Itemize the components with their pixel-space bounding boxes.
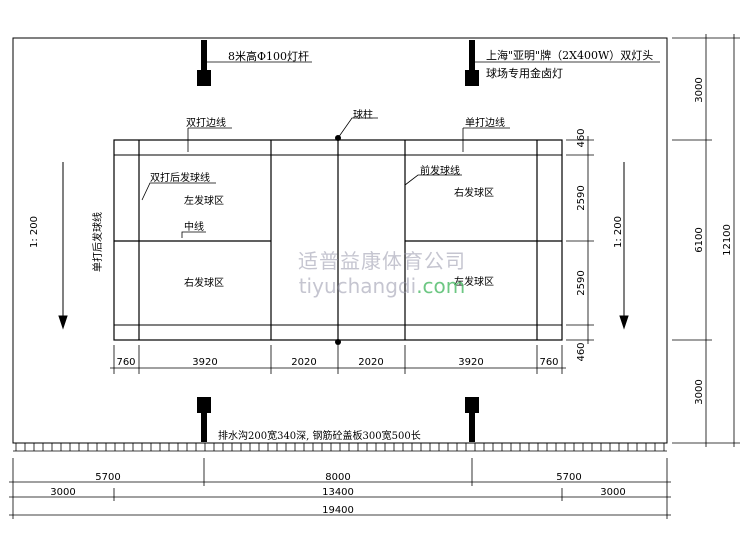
dim-r1-1: 8000 [325, 472, 350, 483]
dim-cr-2: 2590 [576, 270, 587, 295]
light-pole-top-left [197, 40, 211, 86]
dim-cb-0: 760 [116, 357, 135, 368]
net-post-bottom [335, 339, 341, 345]
dim-r1-0: 5700 [95, 472, 120, 483]
dim-far-right [672, 34, 740, 447]
dim-court-right [566, 136, 594, 344]
dim-fr-1: 6100 [694, 227, 705, 252]
dim-bottom-rows [9, 458, 671, 519]
dim-r2-1: 13400 [322, 487, 354, 498]
singles-back-line-label: 单打后发球线 [91, 212, 104, 272]
dim-cb-5: 760 [539, 357, 558, 368]
dim-cr-3: 460 [576, 342, 587, 361]
leader-lines [141, 61, 660, 238]
dim-cb-2: 2020 [291, 357, 316, 368]
dim-court-bottom [110, 345, 566, 374]
pole-height-label: 8米高Φ100灯杆 [228, 49, 309, 63]
light-pole-top-right [465, 40, 479, 86]
light-pole-bottom-right [465, 397, 479, 442]
left-service-court-label-2: 左发球区 [454, 275, 494, 288]
slope-arrow-right [619, 162, 629, 330]
dim-fr-2: 3000 [694, 379, 705, 404]
doubles-long-service-label: 双打后发球线 [150, 171, 210, 184]
dim-cr-1: 2590 [576, 185, 587, 210]
dim-cr-0: 460 [576, 128, 587, 147]
site-boundary [12, 37, 668, 444]
slope-right-label: 1: 200 [613, 216, 624, 248]
short-service-line-label: 前发球线 [420, 164, 460, 177]
drain-strip [13, 442, 667, 452]
right-service-court-label-2: 右发球区 [454, 186, 494, 199]
center-line-label: 中线 [184, 220, 204, 233]
dim-r2-2: 3000 [600, 487, 625, 498]
right-service-court-label-1: 右发球区 [184, 276, 224, 289]
dim-cb-1: 3920 [192, 357, 217, 368]
dim-cb-3: 2020 [358, 357, 383, 368]
dim-r3: 19400 [322, 505, 354, 516]
dim-fr-0: 3000 [694, 77, 705, 102]
drain-label: 排水沟200宽340深, 钢筋砼盖板300宽500长 [218, 429, 421, 442]
slope-arrow-left [58, 162, 68, 330]
lamp-type-label: 球场专用金卤灯 [486, 66, 563, 80]
dim-r2-0: 3000 [50, 487, 75, 498]
dim-fr-total: 12100 [722, 224, 733, 256]
dim-cb-4: 3920 [458, 357, 483, 368]
net-label: 球柱 [353, 108, 373, 121]
singles-side-line-label: 单打边线 [465, 116, 505, 129]
dim-r1-2: 5700 [556, 472, 581, 483]
slope-left-label: 1: 200 [29, 216, 40, 248]
left-service-court-label-1: 左发球区 [184, 194, 224, 207]
badminton-court [113, 136, 563, 344]
doubles-side-line-label: 双打边线 [186, 116, 226, 129]
lamp-brand-label: 上海"亚明"牌（2X400W）双灯头 [486, 48, 653, 62]
light-pole-bottom-left [197, 397, 211, 442]
